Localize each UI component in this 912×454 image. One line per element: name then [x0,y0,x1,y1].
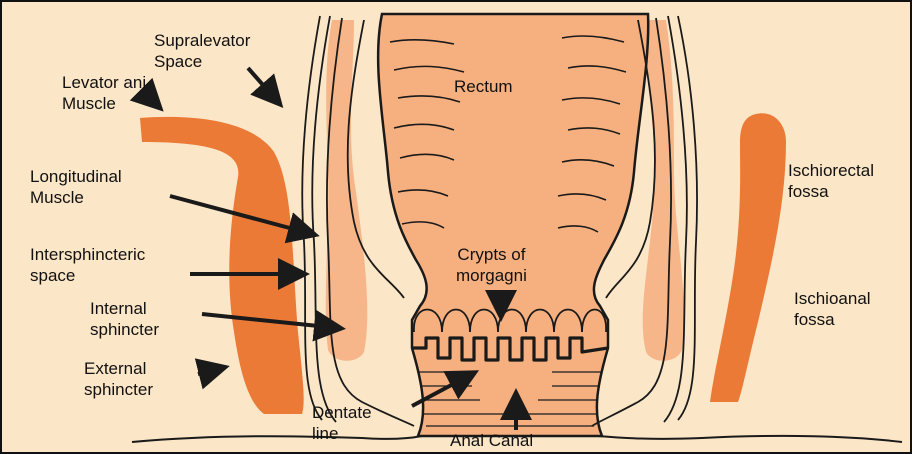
label-external-sphincter: External sphincter [84,358,153,400]
external-sphincter-right-shape [710,113,786,402]
label-rectum: Rectum [454,76,513,97]
label-supralevator-space: Supralevator Space [154,30,250,72]
label-ischiorectal-fossa: Ischiorectal fossa [788,160,874,202]
label-anal-canal: Anal Canal [450,430,533,451]
rectum-shape [378,14,648,436]
internal-sphincter-left-shape [326,20,368,361]
label-crypts-of-morgagni: Crypts of morgagni [456,244,527,286]
label-intersphincteric-space: Intersphincteric space [30,244,145,286]
arrow-external-sphincter [198,368,222,374]
arrow-supralevator [248,68,278,102]
label-levator-ani-muscle: Levator ani Muscle [62,72,146,114]
label-dentate-line: Dentate line [312,402,372,444]
label-internal-sphincter: Internal sphincter [90,298,159,340]
label-longitudinal-muscle: Longitudinal Muscle [30,166,122,208]
label-ischioanal-fossa: Ischioanal fossa [794,288,871,330]
